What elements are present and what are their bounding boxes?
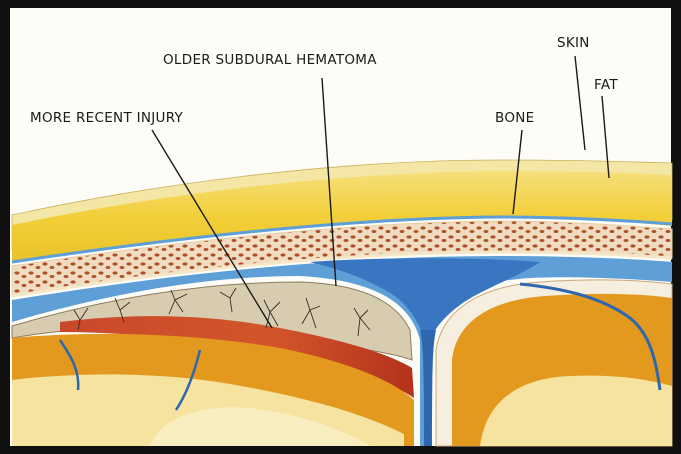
label-bone: BONE xyxy=(495,110,534,126)
label-skin: SKIN xyxy=(557,35,590,51)
label-older-subdural-hematoma: OLDER SUBDURAL HEMATOMA xyxy=(163,52,377,68)
label-more-recent-injury: MORE RECENT INJURY xyxy=(30,110,184,126)
label-fat: FAT xyxy=(594,77,618,93)
